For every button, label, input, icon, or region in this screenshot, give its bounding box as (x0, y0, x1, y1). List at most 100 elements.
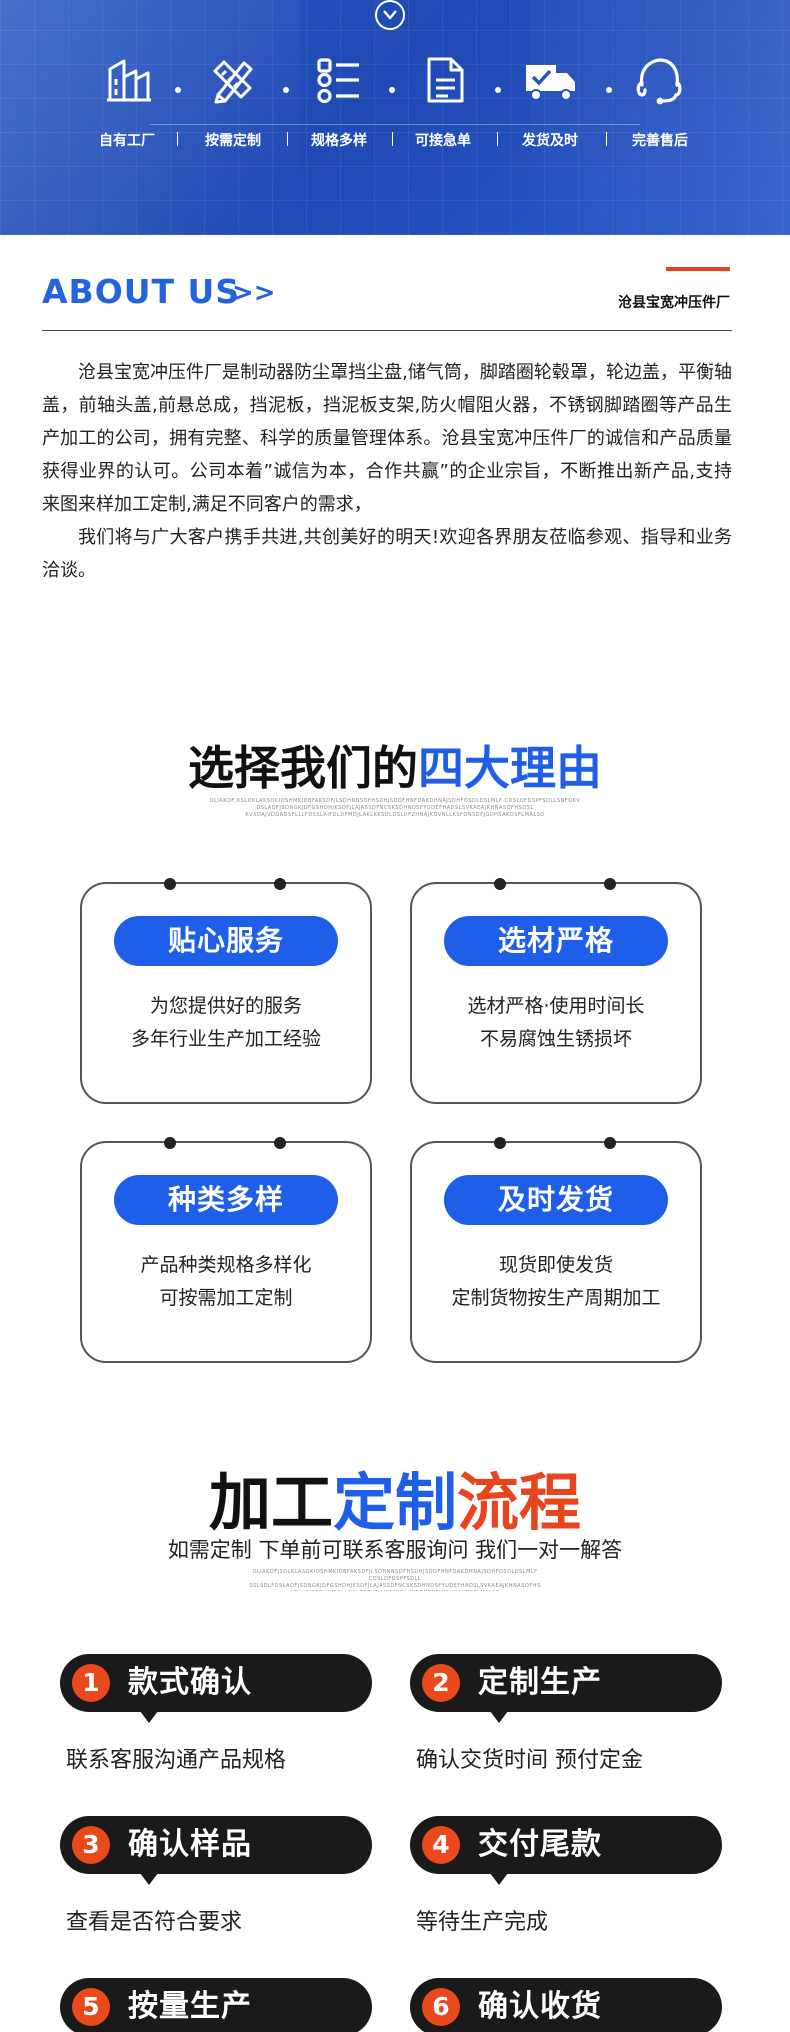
truck-icon (524, 55, 575, 105)
card-pin (604, 878, 616, 890)
feature-dot (606, 87, 612, 93)
reasons-title: 选择我们的四大理由 (0, 732, 790, 798)
reason-card: 及时发货 现货即使发货 定制货物按生产周期加工 (410, 1137, 702, 1363)
step-number-badge: 1 (72, 1664, 110, 1702)
step-desc: 联系客服沟通产品规格 (66, 1748, 287, 1773)
banner-light-left (0, 0, 300, 235)
reasons-title-blue: 四大理由 (418, 741, 602, 795)
step-tag-tail (140, 1711, 158, 1723)
step-title: 按量生产 (128, 1989, 252, 2024)
step-number-badge: 3 (72, 1826, 110, 1864)
step-tag-tail (490, 1711, 508, 1723)
about-paragraph: 我们将与广大客户携手共进,共创美好的明天!欢迎各界朋友莅临参观、指导和业务洽谈。 (42, 527, 732, 581)
reasons-title-black: 选择我们的 (188, 741, 418, 795)
process-step-tag: 2 定制生产 (410, 1654, 722, 1723)
feature-label: 按需定制 (205, 133, 261, 149)
reason-card-title: 种类多样 (114, 1175, 338, 1225)
process-title: 加工定制流程 (0, 1452, 790, 1542)
about-text: 沧县宝宽冲压件厂是制动器防尘罩挡尘盘,储气筒，脚踏圈轮毂罩，轮边盖，平衡轴盖，前… (42, 356, 732, 587)
reason-card-line: 定制货物按生产周期加工 (451, 1287, 661, 1309)
step-tag-tail (140, 1873, 158, 1885)
step-tag-tail (490, 1873, 508, 1885)
feature-label: 规格多样 (311, 133, 367, 149)
process-fine-print: OLIAKDFJSDLKLASOKIOSHMKIDBFAKSDFJLSDHNNS… (249, 1569, 541, 1591)
about-company-name: 沧县宝宽冲压件厂 (618, 295, 730, 311)
step-desc: 查看是否符合要求 (66, 1910, 243, 1935)
banner-grid-pattern (0, 0, 790, 235)
step-desc: 确认交货时间 预付定金 (416, 1748, 643, 1773)
list-icon (314, 55, 364, 105)
step-number-badge: 4 (422, 1826, 460, 1864)
reason-card: 选材严格 选材严格·使用时间长 不易腐蚀生锈损坏 (410, 878, 702, 1104)
process-step-tag: 1 款式确认 (60, 1654, 372, 1723)
feature-dot (283, 87, 289, 93)
card-pin (604, 1137, 616, 1149)
about-divider (42, 330, 732, 331)
reason-card-desc: 为您提供好的服务 多年行业生产加工经验 (82, 990, 370, 1056)
step-desc: 等待生产完成 (416, 1910, 549, 1935)
feature-label: 可接急单 (415, 133, 471, 149)
feature-icon-row (0, 55, 790, 115)
process-step-tag: 3 确认样品 (60, 1816, 372, 1885)
process-title-orange: 流程 (457, 1466, 582, 1539)
feature-separator (177, 132, 178, 146)
banner-light-right (530, 0, 790, 235)
document-icon (420, 55, 470, 105)
reason-card-title: 贴心服务 (114, 916, 338, 966)
reason-card-title: 选材严格 (444, 916, 668, 966)
step-title: 确认收货 (478, 1989, 602, 2024)
card-pin (494, 1137, 506, 1149)
feature-separator (392, 132, 393, 146)
reasons-fine-print: OLIAKDF,KSLDKLAKSOKIOSHMKIDBFAKSDFJLSDHN… (209, 798, 581, 818)
reason-card: 种类多样 产品种类规格多样化 可按需加工定制 (80, 1137, 372, 1363)
process-title-black: 加工 (208, 1466, 333, 1539)
feature-separator (287, 132, 288, 146)
feature-label-row: 自有工厂 按需定制 规格多样 可接急单 发货及时 完善售后 (0, 130, 790, 152)
about-accent-bar (666, 267, 730, 271)
reason-card-line: 产品种类规格多样化 (140, 1254, 312, 1276)
reason-card-desc: 现货即使发货 定制货物按生产周期加工 (412, 1249, 700, 1315)
factory-icon (104, 55, 154, 105)
card-pin (164, 878, 176, 890)
card-pin (164, 1137, 176, 1149)
feature-label: 发货及时 (522, 133, 578, 149)
reason-card-line: 现货即使发货 (498, 1254, 613, 1276)
step-title: 确认样品 (128, 1827, 252, 1862)
about-arrows: >> (232, 278, 276, 308)
reason-card-line: 多年行业生产加工经验 (130, 1028, 321, 1050)
feature-dot (495, 87, 501, 93)
feature-label: 自有工厂 (99, 133, 155, 149)
reason-card: 贴心服务 为您提供好的服务 多年行业生产加工经验 (80, 878, 372, 1104)
card-pin (274, 878, 286, 890)
process-title-blue: 定制 (332, 1466, 457, 1539)
about-paragraph: 沧县宝宽冲压件厂是制动器防尘罩挡尘盘,储气筒，脚踏圈轮毂罩，轮边盖，平衡轴盖，前… (42, 362, 732, 515)
step-number-badge: 6 (422, 1988, 460, 2026)
headset-icon (633, 55, 683, 105)
step-title: 交付尾款 (478, 1827, 602, 1862)
reason-card-line: 不易腐蚀生锈损坏 (479, 1028, 632, 1050)
reason-card-desc: 产品种类规格多样化 可按需加工定制 (82, 1249, 370, 1315)
feature-label: 完善售后 (632, 133, 688, 149)
card-pin (274, 1137, 286, 1149)
feature-dot (389, 87, 395, 93)
reason-card-line: 为您提供好的服务 (149, 995, 302, 1017)
step-title: 款式确认 (128, 1665, 252, 1700)
banner-divider (150, 124, 640, 125)
reason-card-line: 选材严格·使用时间长 (467, 995, 645, 1017)
reason-card-title: 及时发货 (444, 1175, 668, 1225)
process-subtitle: 如需定制 下单前可联系客服询问 我们一对一解答 (167, 1538, 623, 1562)
pencil-ruler-icon (208, 55, 258, 105)
step-number-badge: 5 (72, 1988, 110, 2026)
step-title: 定制生产 (478, 1665, 602, 1700)
top-banner: 自有工厂 按需定制 规格多样 可接急单 发货及时 完善售后 (0, 0, 790, 235)
reason-card-desc: 选材严格·使用时间长 不易腐蚀生锈损坏 (412, 990, 700, 1056)
scroll-down-icon[interactable] (375, 0, 405, 30)
feature-dot (175, 87, 181, 93)
step-number-badge: 2 (422, 1664, 460, 1702)
process-step-tag: 4 交付尾款 (410, 1816, 722, 1885)
feature-separator (497, 132, 498, 146)
about-title: ABOUT US (42, 272, 241, 311)
process-step-tag: 6 确认收货 (410, 1978, 722, 2032)
feature-separator (606, 132, 607, 146)
reason-card-line: 可按需加工定制 (159, 1287, 293, 1309)
